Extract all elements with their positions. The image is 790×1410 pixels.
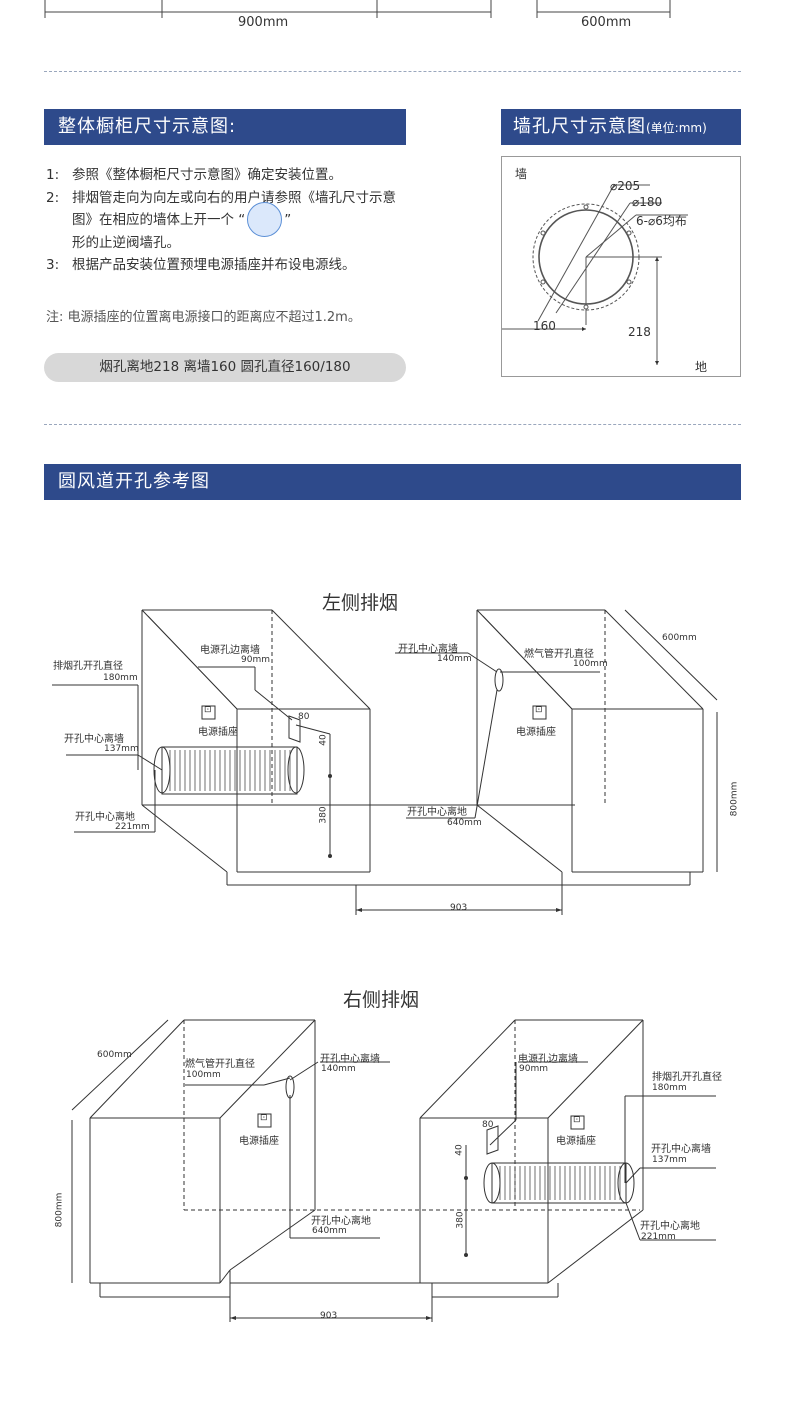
socket-icon: ⊡ — [204, 705, 212, 715]
right-duct-ribs — [499, 1166, 621, 1200]
instruction-1: 1: 参照《整体橱柜尺寸示意图》确定安装位置。 — [46, 164, 416, 187]
left-exhaust-dia-value: 180mm — [103, 673, 138, 683]
left-gas-center-label: 开孔中心离墙 — [398, 644, 458, 655]
left-exhaust-dia-label: 排烟孔开孔直径 — [53, 661, 123, 672]
instruction-text: 根据产品安装位置预埋电源插座并布设电源线。 — [72, 257, 356, 273]
left-span: 903 — [450, 903, 468, 913]
left-gas-label: 燃气管开孔直径 — [524, 649, 594, 660]
left-gas-center-value: 140mm — [437, 654, 472, 664]
top-dim-900: 900mm — [238, 15, 289, 30]
left-d40: 40 — [318, 734, 329, 746]
right-gas-value: 100mm — [186, 1070, 221, 1080]
dia-205-label: ⌀205 — [610, 179, 641, 193]
instruction-2: 2: 排烟管走向为向左或向右的用户请参照《墙孔尺寸示意图》在相应的墙体上开一个 … — [46, 187, 416, 255]
right-exhaust-dia-value: 180mm — [652, 1083, 687, 1093]
divider — [44, 71, 741, 72]
ground-label: 地 — [695, 360, 708, 374]
instruction-number: 1: — [46, 167, 60, 183]
right-exhaust-dia-label: 排烟孔开孔直径 — [652, 1072, 722, 1083]
wall-hole-diagram: 墙 ⌀205 ⌀180 6-⌀6均布 160 218 地 — [501, 156, 741, 377]
instruction-3: 3: 根据产品安装位置预埋电源插座并布设电源线。 — [46, 254, 416, 277]
socket-icon: ⊡ — [535, 705, 543, 715]
dim-218-label: 218 — [628, 325, 651, 339]
left-center-wall-value: 137mm — [104, 744, 139, 754]
right-socket2-label: 电源插座 — [556, 1136, 596, 1147]
right-exhaust-title: 右侧排烟 — [343, 989, 420, 1011]
right-ground640-label: 开孔中心离地 — [311, 1216, 371, 1227]
instruction-list: 1: 参照《整体橱柜尺寸示意图》确定安装位置。 2: 排烟管走向为向左或向右的用… — [46, 164, 416, 277]
left-duct-ribs — [169, 750, 291, 791]
right-center-ground-value: 221mm — [641, 1232, 676, 1242]
left-ground640-label: 开孔中心离地 — [407, 807, 467, 818]
wall-label: 墙 — [515, 167, 528, 181]
socket-icon: ⊡ — [260, 1113, 268, 1123]
dia-180-label: ⌀180 — [632, 195, 663, 209]
left-center-ground-value: 221mm — [115, 822, 150, 832]
section-title-duct: 圆风道开孔参考图 — [44, 464, 741, 500]
right-span: 903 — [320, 1311, 338, 1321]
wall-hole-drawing — [502, 184, 688, 365]
left-depth: 600mm — [662, 633, 697, 643]
left-socket-label: 电源插座 — [198, 727, 238, 738]
right-center-wall-value: 137mm — [652, 1155, 687, 1165]
left-d380: 380 — [318, 806, 329, 824]
round-hole-icon — [247, 201, 283, 237]
right-gas-center-value: 140mm — [321, 1064, 356, 1074]
section-title-cabinet: 整体橱柜尺寸示意图: — [44, 109, 406, 145]
top-dim-600: 600mm — [581, 15, 632, 30]
wall-hole-unit: (单位:mm) — [646, 121, 707, 135]
right-depth: 600mm — [97, 1050, 132, 1060]
right-gas-label: 燃气管开孔直径 — [185, 1059, 255, 1070]
left-center-ground-label: 开孔中心离地 — [75, 812, 135, 823]
instruction-text: ” — [284, 212, 292, 228]
instruction-text: 参照《整体橱柜尺寸示意图》确定安装位置。 — [72, 167, 342, 183]
instruction-text: 排烟管走向为向左或向右的用户请参照《墙孔尺寸示意图》在相应的墙体上开一个 “ — [72, 189, 396, 229]
top-dimension-lines — [44, 0, 671, 18]
right-power-edge-value: 90mm — [519, 1064, 548, 1074]
section-title-wall-hole: 墙孔尺寸示意图(单位:mm) — [501, 109, 741, 145]
left-socket2-label: 电源插座 — [516, 727, 556, 738]
wall-hole-title: 墙孔尺寸示意图 — [513, 116, 646, 137]
socket-icon: ⊡ — [573, 1115, 581, 1125]
right-d380: 380 — [455, 1211, 466, 1229]
dim-160-label: 160 — [533, 319, 556, 333]
hole-spec-pill: 烟孔离地218 离墙160 圆孔直径160/180 — [44, 353, 406, 382]
left-power-edge-label: 电源孔边离墙 — [200, 645, 260, 656]
right-socket-label: 电源插座 — [239, 1136, 279, 1147]
left-ground640-value: 640mm — [447, 818, 482, 828]
left-center-wall-label: 开孔中心离墙 — [64, 734, 124, 745]
power-socket-note: 注: 电源插座的位置离电源接口的距离应不超过1.2m。 — [46, 310, 361, 325]
right-center-ground-label: 开孔中心离地 — [640, 1221, 700, 1232]
right-height: 800mm — [54, 1192, 65, 1228]
left-power-edge-value: 90mm — [241, 655, 270, 665]
six-holes-label: 6-⌀6均布 — [636, 214, 687, 228]
left-height: 800mm — [729, 781, 740, 817]
right-d80: 80 — [482, 1120, 494, 1130]
left-gas-value: 100mm — [573, 659, 608, 669]
right-gas-center-label: 开孔中心离墙 — [320, 1054, 380, 1065]
right-ground640-value: 640mm — [312, 1226, 347, 1236]
right-d40: 40 — [454, 1144, 465, 1156]
instruction-text: 形的止逆阀墙孔。 — [72, 234, 180, 251]
divider — [44, 424, 741, 425]
left-d80: 80 — [298, 712, 310, 722]
right-power-edge-label: 电源孔边离墙 — [518, 1054, 578, 1065]
instruction-number: 3: — [46, 257, 60, 273]
left-exhaust-title: 左侧排烟 — [322, 592, 399, 614]
instruction-number: 2: — [46, 189, 60, 206]
right-center-wall-label: 开孔中心离墙 — [651, 1144, 711, 1155]
